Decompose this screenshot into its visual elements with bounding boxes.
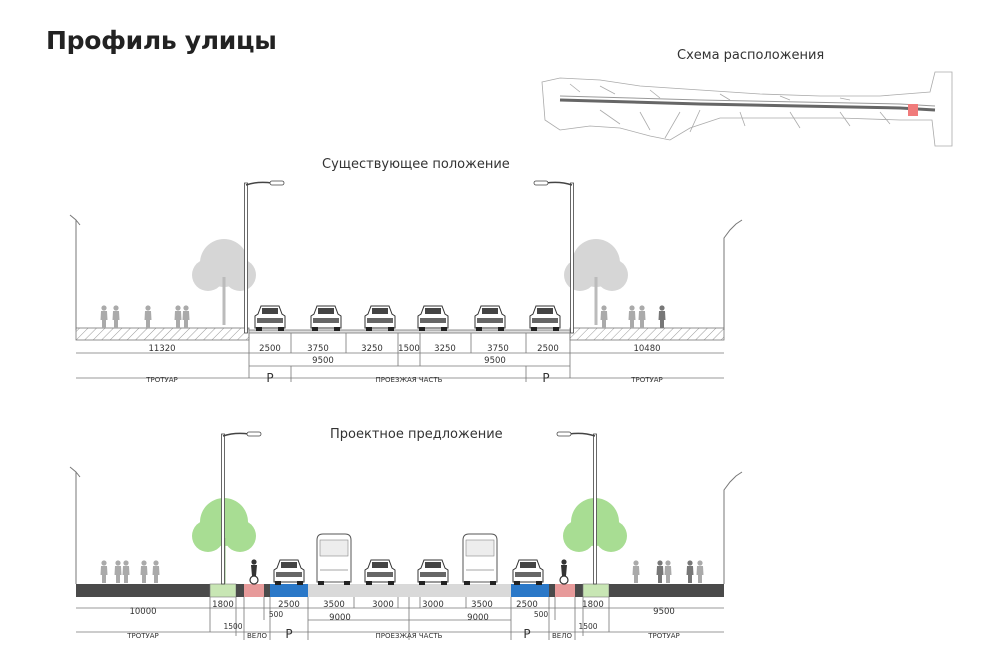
proposal-section-title: Проектное предложение xyxy=(330,427,503,442)
proposal-section: 10000 1800 2500 3500 3000 3000 3500 2500… xyxy=(69,431,743,641)
existing-width-lane-4: 3750 xyxy=(487,344,509,354)
existing-width-lane-3: 3250 xyxy=(434,344,456,354)
proposal-width-sidewalk-right: 9500 xyxy=(653,607,675,617)
proposal-width-parking-right: 2500 xyxy=(516,600,538,610)
proposal-width-lane-3: 3000 xyxy=(422,600,444,610)
proposal-label-bike-left: ВЕЛО xyxy=(247,632,267,640)
existing-width-median: 1500 xyxy=(398,344,420,354)
existing-width-parking-left: 2500 xyxy=(259,344,281,354)
location-scheme-map xyxy=(541,71,953,147)
existing-parking-mark-right: P xyxy=(542,371,549,385)
existing-total-right: 9500 xyxy=(484,356,506,366)
proposal-width-bike-right: 1500 xyxy=(578,622,597,631)
proposal-width-buffer-right: 500 xyxy=(534,610,549,619)
proposal-width-sidewalk-left: 10000 xyxy=(129,607,156,617)
proposal-parking-mark-left: P xyxy=(285,627,292,641)
proposal-label-sidewalk-right: ТРОТУАР xyxy=(647,632,680,640)
existing-section-title: Существующее положение xyxy=(322,157,510,172)
proposal-width-green-right: 1800 xyxy=(582,600,604,610)
existing-label-sidewalk-right: ТРОТУАР xyxy=(630,376,663,384)
existing-width-parking-right: 2500 xyxy=(537,344,559,354)
existing-parking-mark-left: P xyxy=(266,371,273,385)
proposal-width-parking-left: 2500 xyxy=(278,600,300,610)
existing-width-lane-2: 3250 xyxy=(361,344,383,354)
existing-section: 11320 2500 3750 3250 1500 3250 3750 2500… xyxy=(69,180,743,385)
proposal-width-lane-1: 3500 xyxy=(323,600,345,610)
proposal-label-bike-right: ВЕЛО xyxy=(552,632,572,640)
existing-width-sidewalk-right: 10480 xyxy=(633,344,660,354)
proposal-parking-mark-right: P xyxy=(523,627,530,641)
location-scheme-title: Схема расположения xyxy=(677,48,825,63)
existing-width-sidewalk-left: 11320 xyxy=(148,344,175,354)
existing-label-roadway: ПРОЕЗЖАЯ ЧАСТЬ xyxy=(376,376,443,384)
proposal-total-left: 9000 xyxy=(329,613,351,623)
existing-total-left: 9500 xyxy=(312,356,334,366)
existing-label-sidewalk-left: ТРОТУАР xyxy=(145,376,178,384)
proposal-width-buffer-left: 500 xyxy=(269,610,284,619)
proposal-width-green-left: 1800 xyxy=(212,600,234,610)
proposal-width-lane-2: 3000 xyxy=(372,600,394,610)
proposal-label-roadway: ПРОЕЗЖАЯ ЧАСТЬ xyxy=(376,632,443,640)
existing-width-lane-1: 3750 xyxy=(307,344,329,354)
proposal-total-right: 9000 xyxy=(467,613,489,623)
proposal-label-sidewalk-left: ТРОТУАР xyxy=(126,632,159,640)
proposal-width-bike-left: 1500 xyxy=(223,622,242,631)
page-title: Профиль улицы xyxy=(46,26,277,55)
proposal-width-lane-4: 3500 xyxy=(471,600,493,610)
